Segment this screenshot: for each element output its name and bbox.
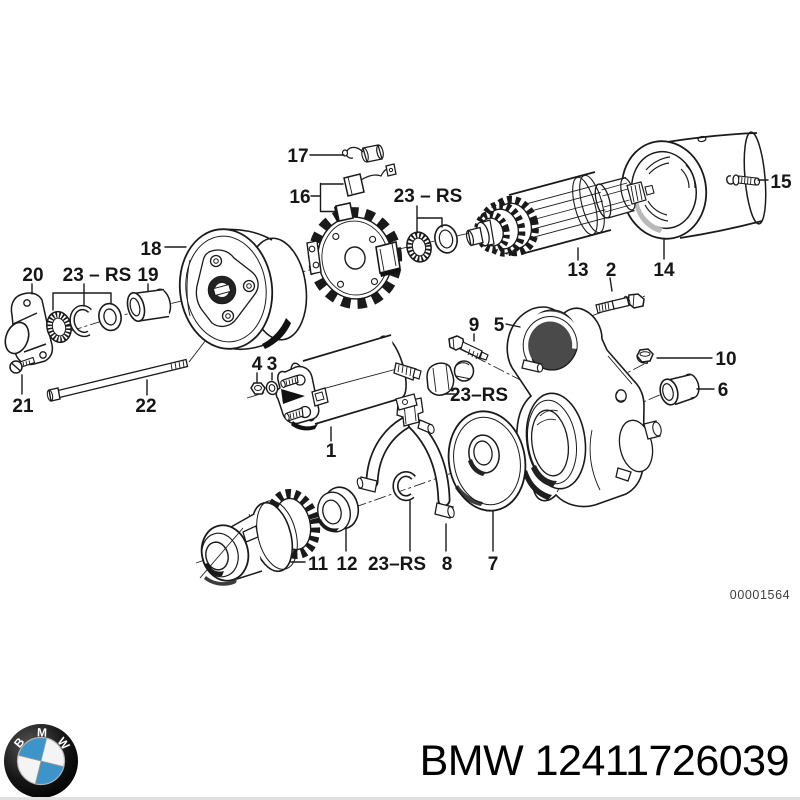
callout-7: 7 bbox=[488, 554, 499, 575]
callout-4: 4 bbox=[252, 354, 263, 375]
callout-3: 3 bbox=[267, 354, 278, 375]
solenoid-terminal-upper bbox=[280, 374, 306, 388]
callout-23rs-left: 23 – RS bbox=[63, 265, 132, 286]
callout-2: 2 bbox=[606, 260, 617, 281]
part-solenoid bbox=[275, 334, 422, 431]
part-tie-rod bbox=[46, 358, 189, 402]
part-yoke bbox=[620, 131, 767, 240]
footer: B M W bbox=[0, 715, 800, 800]
part-number-text: 12411726039 bbox=[534, 737, 790, 785]
part-number-line: BMW 12411726039 bbox=[419, 737, 790, 786]
exploded-parts-diagram: 17 16 23 – RS 15 13 2 14 18 20 23 – RS 1… bbox=[4, 131, 792, 602]
callout-15: 15 bbox=[770, 172, 792, 193]
solenoid-plunger bbox=[393, 362, 422, 381]
armature-commutator bbox=[594, 176, 636, 219]
part-brush bbox=[341, 144, 384, 163]
diagram-doc-number: 00001564 bbox=[730, 588, 790, 602]
part-c-clip-left bbox=[69, 304, 92, 338]
callout-16: 16 bbox=[289, 187, 310, 208]
part-screw-15 bbox=[726, 174, 761, 186]
bmw-logo: B M W bbox=[4, 724, 78, 798]
callout-23rs-bot: 23–RS bbox=[368, 554, 426, 575]
part-nut-4 bbox=[250, 382, 266, 395]
part-spring-washer-top bbox=[406, 231, 432, 263]
callout-11: 11 bbox=[308, 554, 329, 575]
callout-13: 13 bbox=[567, 260, 588, 281]
part-lock-washer bbox=[46, 310, 72, 344]
bottom-edge-strip bbox=[0, 797, 800, 800]
bmw-logo-quadrants bbox=[18, 737, 64, 785]
part-snap-ring-bottom bbox=[392, 471, 416, 502]
part-bolt-9 bbox=[448, 335, 489, 361]
callout-19: 19 bbox=[137, 265, 158, 286]
callout-12: 12 bbox=[336, 554, 357, 575]
part-bushing-6 bbox=[659, 373, 700, 406]
callout-18: 18 bbox=[140, 239, 161, 260]
part-armature bbox=[465, 171, 655, 257]
callout-23rs-mid: 23–RS bbox=[450, 385, 508, 406]
part-bushing-19 bbox=[126, 288, 172, 323]
callout-21: 21 bbox=[12, 396, 34, 417]
part-bearing-ring bbox=[317, 486, 360, 533]
part-o-ring-left bbox=[98, 302, 122, 332]
armature-spline-end bbox=[626, 181, 655, 205]
part-cap bbox=[453, 360, 475, 382]
part-washer-3 bbox=[265, 380, 279, 396]
end-cap-bolt-bosses bbox=[209, 254, 256, 323]
callout-labels: 17 16 23 – RS 15 13 2 14 18 20 23 – RS 1… bbox=[12, 146, 792, 575]
part-washer-top bbox=[434, 224, 458, 254]
part-screw-21 bbox=[9, 356, 36, 374]
part-end-cap bbox=[178, 228, 308, 351]
part-drive-housing bbox=[506, 306, 662, 508]
bmw-logo-letter-m: M bbox=[37, 725, 47, 739]
part-brush-holder bbox=[343, 163, 397, 197]
part-flange bbox=[4, 292, 54, 366]
callout-1: 1 bbox=[326, 441, 337, 462]
callout-6: 6 bbox=[718, 380, 729, 401]
leader-lines bbox=[21, 154, 769, 563]
callout-10: 10 bbox=[715, 349, 736, 370]
yoke-pole-shoes bbox=[644, 156, 696, 222]
callout-8: 8 bbox=[442, 554, 453, 575]
solenoid-terminal-lower bbox=[284, 405, 312, 422]
callout-20: 20 bbox=[22, 265, 43, 286]
fork-pivot-pin bbox=[521, 359, 544, 373]
callout-22: 22 bbox=[135, 396, 156, 417]
brand-text: BMW bbox=[419, 737, 524, 785]
callout-5: 5 bbox=[494, 315, 505, 336]
callout-9: 9 bbox=[469, 315, 480, 336]
part-washer-disc bbox=[447, 410, 527, 512]
part-bolt-2 bbox=[595, 293, 645, 314]
callout-14: 14 bbox=[653, 260, 675, 281]
part-brush-plate bbox=[306, 202, 403, 309]
part-nut-10 bbox=[636, 348, 654, 364]
callout-17: 17 bbox=[287, 146, 308, 167]
part-pinion-gear bbox=[199, 488, 321, 586]
callout-23rs-top: 23 – RS bbox=[394, 186, 463, 207]
